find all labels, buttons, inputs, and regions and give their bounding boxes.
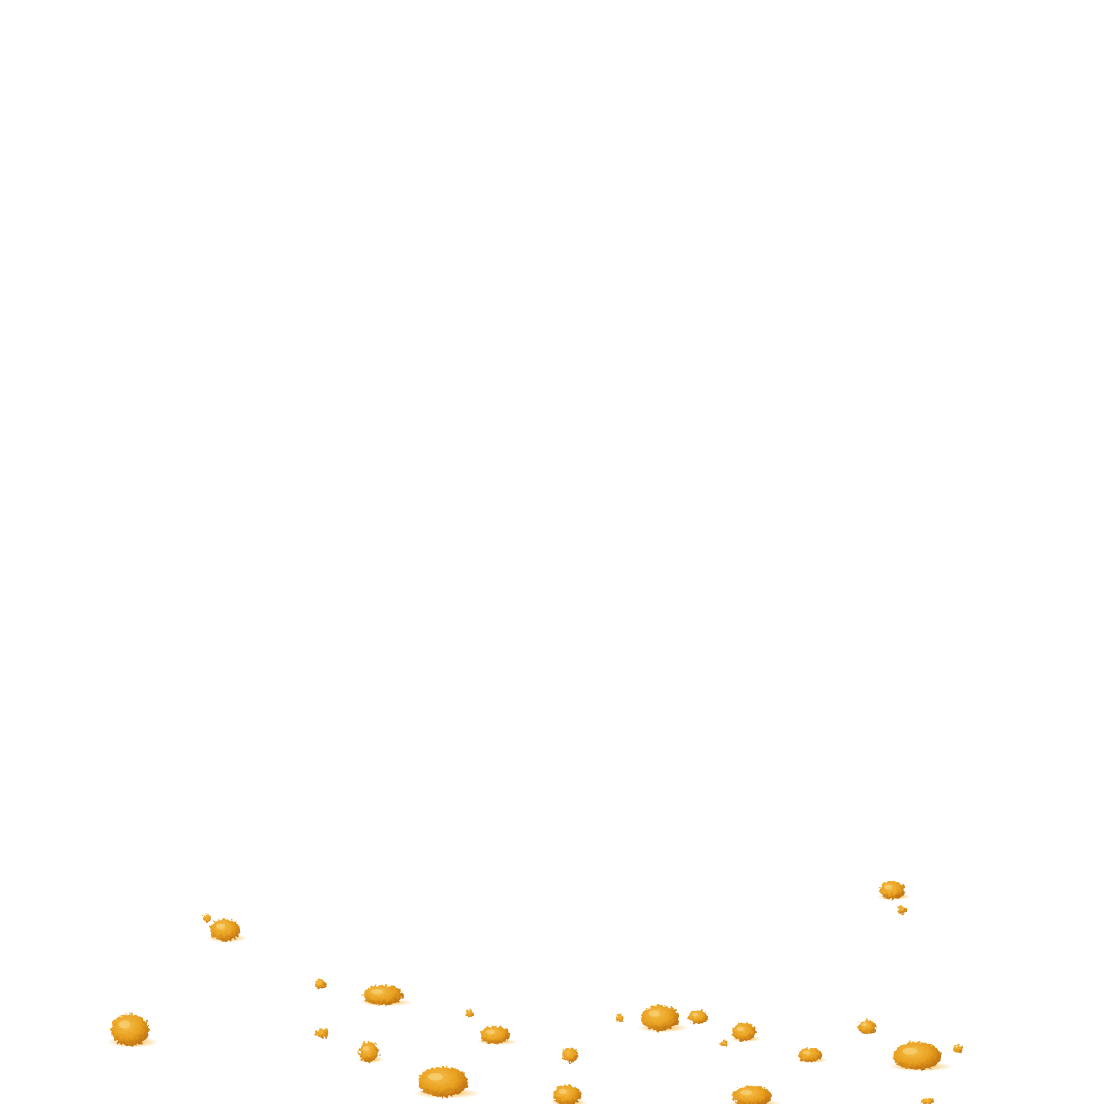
crumb [953,1045,963,1053]
crumb [876,881,912,900]
crumb [720,1040,728,1046]
crumb [203,914,211,922]
crumb-highlight [884,884,892,890]
crumb-body [553,1085,581,1104]
crumb-highlight [363,1046,369,1051]
crumb [314,979,326,989]
crumb-body [210,919,240,941]
crumb-body [893,1042,941,1070]
crumb-highlight [558,1089,567,1094]
crumb-body [953,1045,963,1053]
crumb-body [879,881,905,899]
crumb-body [480,1026,510,1044]
crumb-body [688,1010,708,1024]
crumb-body [798,1048,822,1062]
crumb-body [616,1014,624,1022]
crumb-highlight [118,1020,130,1029]
crumb-body [732,1023,756,1041]
crumb [795,1048,828,1063]
crumb-highlight [648,1010,660,1017]
crumb-body [111,1014,149,1046]
crumb [316,1028,328,1038]
crumb [207,919,248,943]
crumb-highlight [802,1050,811,1055]
crumb-highlight [861,1022,867,1027]
crumb-body [641,1005,679,1031]
crumb [922,1097,934,1104]
crumb-body [858,1020,876,1034]
crumb [688,1010,708,1024]
crumb-body [203,914,211,922]
crumb-body [732,1086,772,1104]
crumb [413,1067,481,1099]
crumb [107,1014,159,1048]
crumb-body [316,1028,328,1038]
crumb [616,1014,624,1022]
crumb [359,985,413,1006]
crumb [562,1048,578,1062]
crumb-group [107,881,963,1104]
crumb-body [562,1048,578,1062]
crumb-body [898,906,906,914]
crumb-highlight [692,1012,698,1017]
crumb [637,1005,689,1033]
crumb [466,1009,474,1017]
crumb-body [720,1040,728,1046]
crumb-body [922,1097,934,1104]
crumb-body [363,985,403,1005]
crumb [357,1042,384,1063]
crumb [477,1026,518,1045]
crumb-body [466,1009,474,1017]
crumb-body [359,1042,379,1062]
crumb [550,1085,588,1104]
crumb [858,1020,876,1034]
crumb-highlight [736,1026,745,1032]
crumb [729,1023,762,1042]
crumb-highlight [902,1047,917,1055]
crumb [888,1042,953,1072]
crumb [898,906,906,914]
crumb-highlight [740,1090,752,1095]
crumb [728,1086,782,1104]
crumb-body [314,979,326,989]
crumb-highlight [428,1073,443,1081]
crumb-highlight [216,923,225,929]
crumb-highlight [486,1029,495,1035]
crumb-body [418,1067,468,1097]
crumb-highlight [371,989,383,994]
